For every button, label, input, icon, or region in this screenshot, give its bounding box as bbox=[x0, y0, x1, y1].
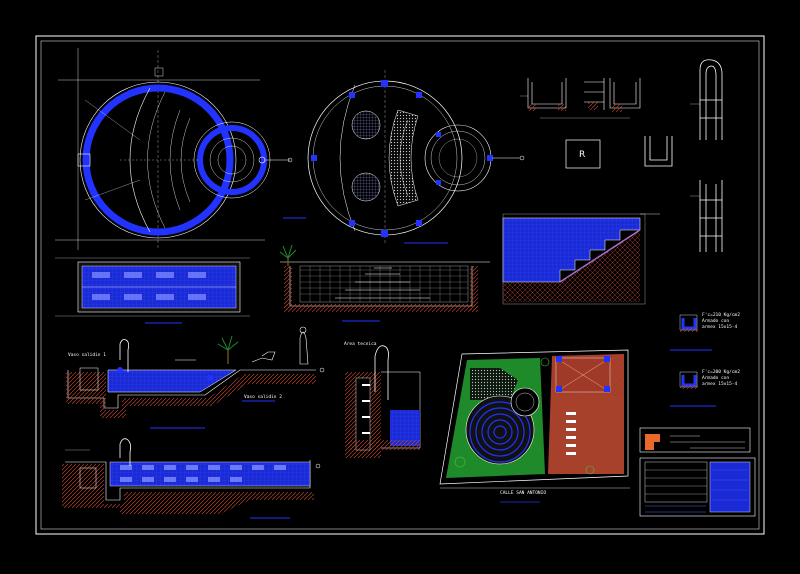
spec-b-line1: F'c=200 Kg/cm2 bbox=[702, 369, 740, 375]
area-tecnica-label: Area tecnica bbox=[344, 341, 377, 347]
pool-section-stair bbox=[502, 213, 660, 305]
site-plan bbox=[439, 349, 630, 489]
spec-block-a bbox=[679, 314, 698, 332]
detail-r-box bbox=[565, 139, 601, 169]
sheet-border-inner bbox=[40, 40, 760, 530]
plan-pool-1 bbox=[55, 48, 293, 250]
ladder-bottom bbox=[690, 180, 723, 252]
ladder-top bbox=[690, 59, 723, 140]
detail-r-label: R bbox=[579, 150, 585, 160]
street-label: CALLE SAN ANTONIO bbox=[500, 490, 546, 496]
spec-a-line3: armex 15x15-4 bbox=[702, 324, 738, 330]
spec-block-b bbox=[679, 371, 698, 389]
vaso-2-label: Vaso salidin 2 bbox=[244, 394, 282, 400]
pool-section-steps bbox=[279, 244, 490, 312]
sheet-border-outer bbox=[35, 35, 765, 535]
spec-b-line2: Armado con bbox=[702, 375, 729, 381]
section-long-2 bbox=[62, 438, 321, 514]
title-block bbox=[639, 427, 756, 517]
spec-b-line3: armex 15x15-4 bbox=[702, 381, 738, 387]
pool-plan-rect bbox=[55, 257, 250, 317]
spec-a-line2: Armado con bbox=[702, 318, 729, 324]
step-details bbox=[520, 78, 641, 119]
section-long-1 bbox=[66, 326, 325, 418]
vaso-1-label: Vaso salidin 1 bbox=[68, 352, 106, 358]
section-area-tecnica bbox=[345, 345, 421, 458]
plan-pool-2 bbox=[307, 70, 525, 245]
spec-a-line1: F'c=210 Kg/cm2 bbox=[702, 312, 740, 318]
u-channel-detail bbox=[644, 136, 673, 167]
